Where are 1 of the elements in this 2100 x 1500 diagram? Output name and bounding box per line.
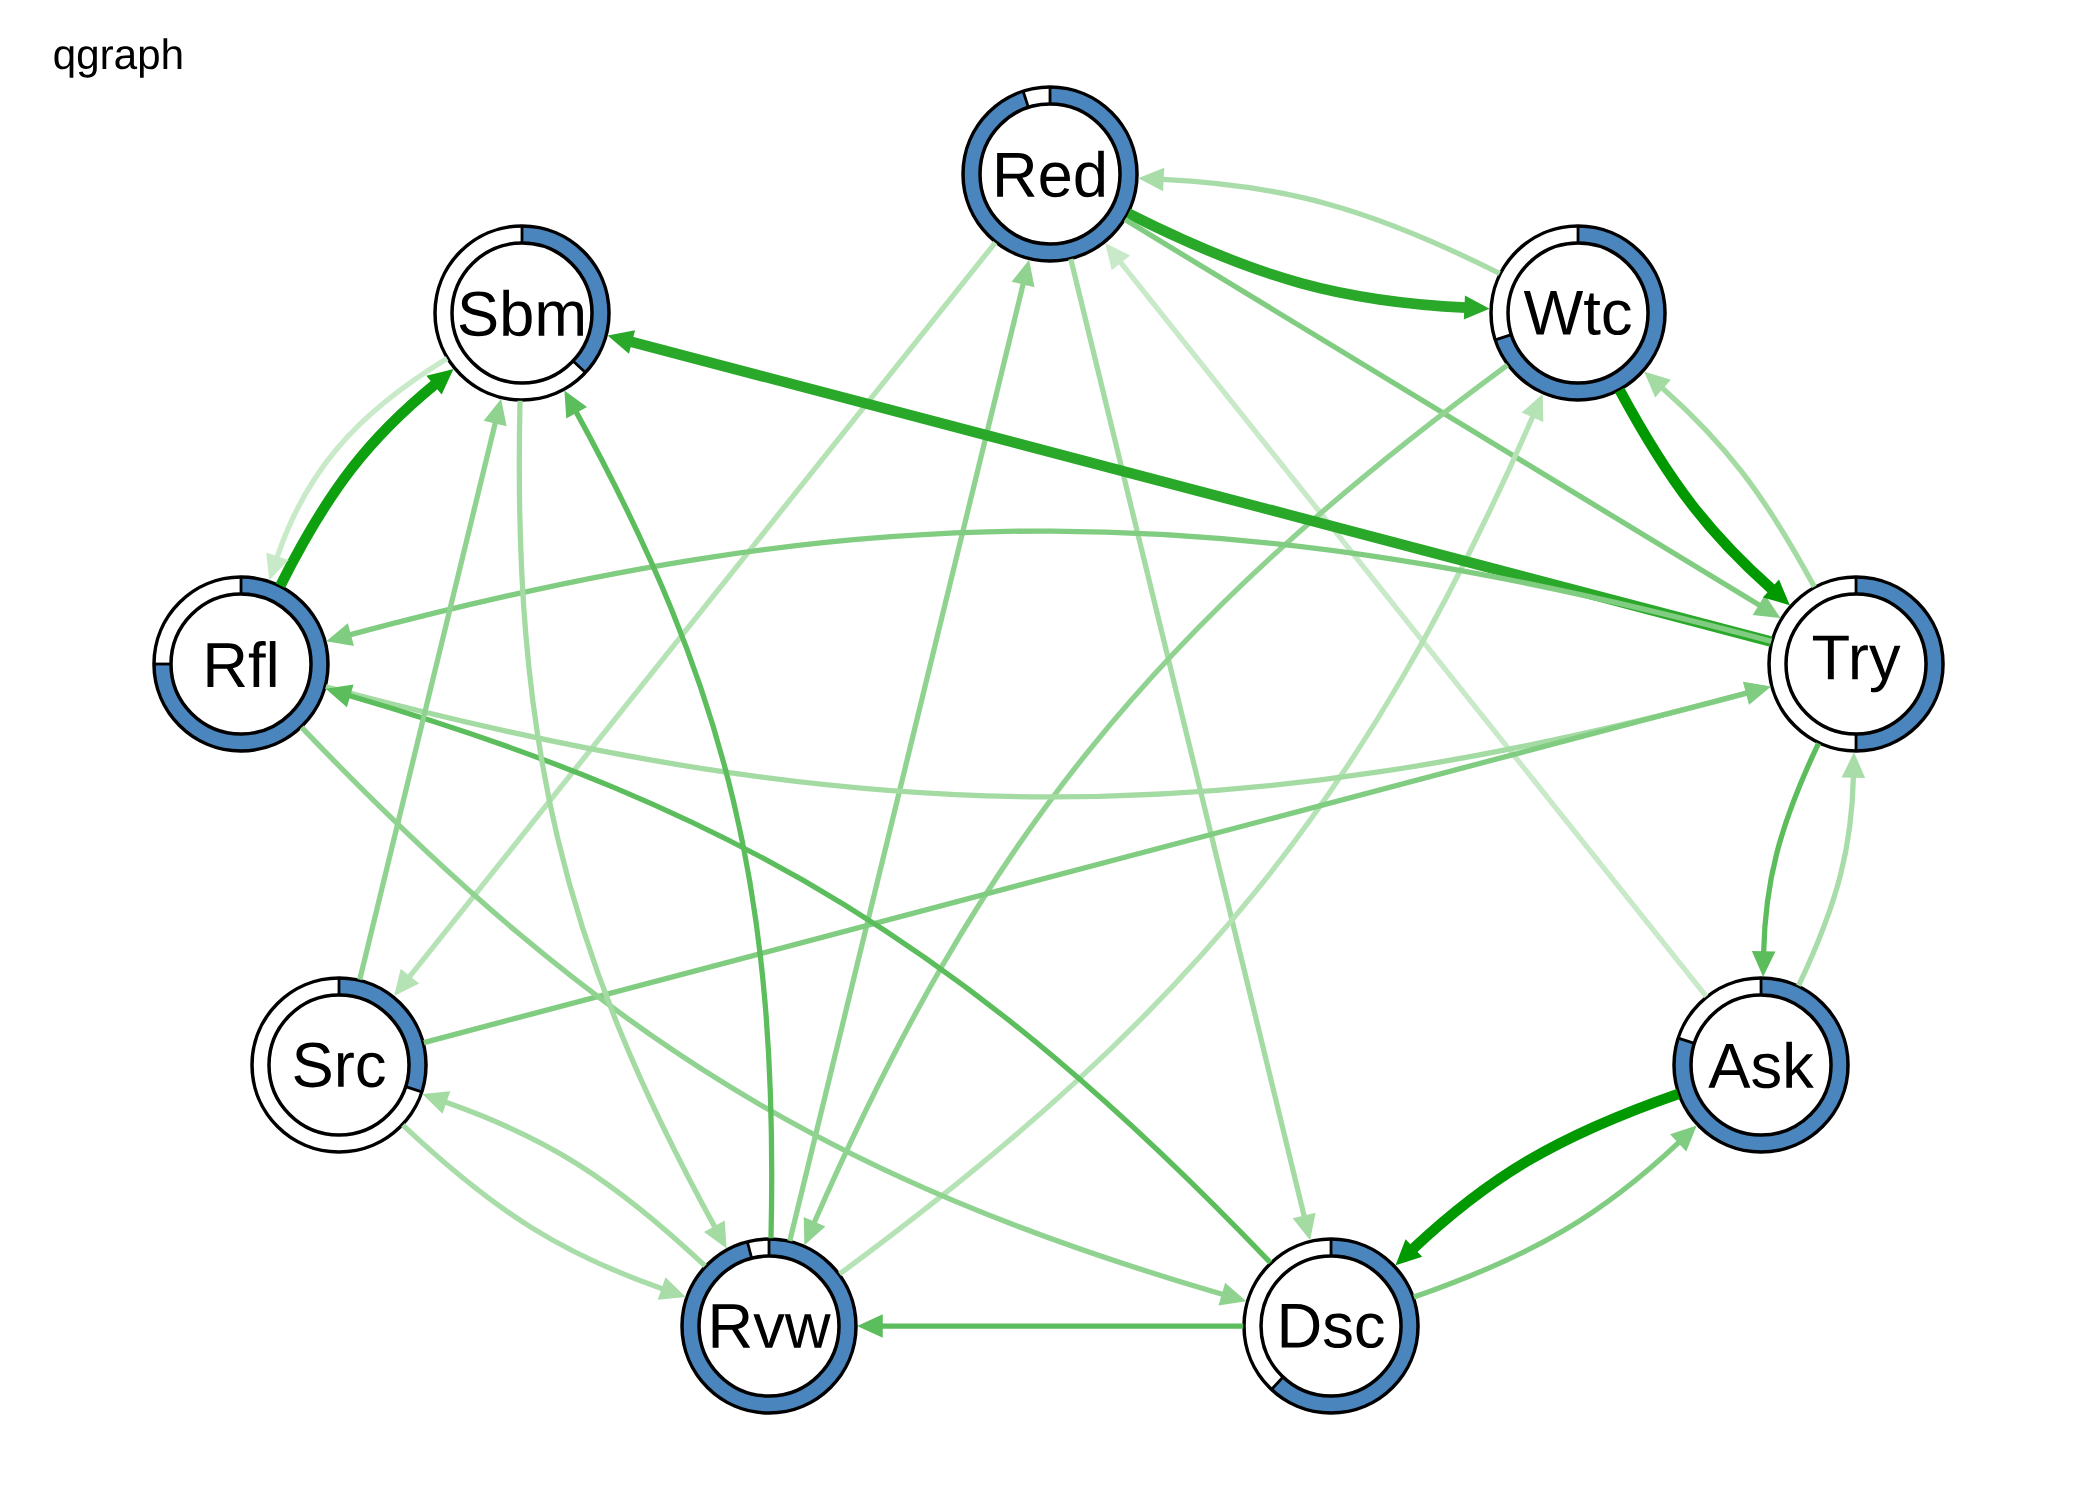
title: qgraph <box>54 38 182 78</box>
